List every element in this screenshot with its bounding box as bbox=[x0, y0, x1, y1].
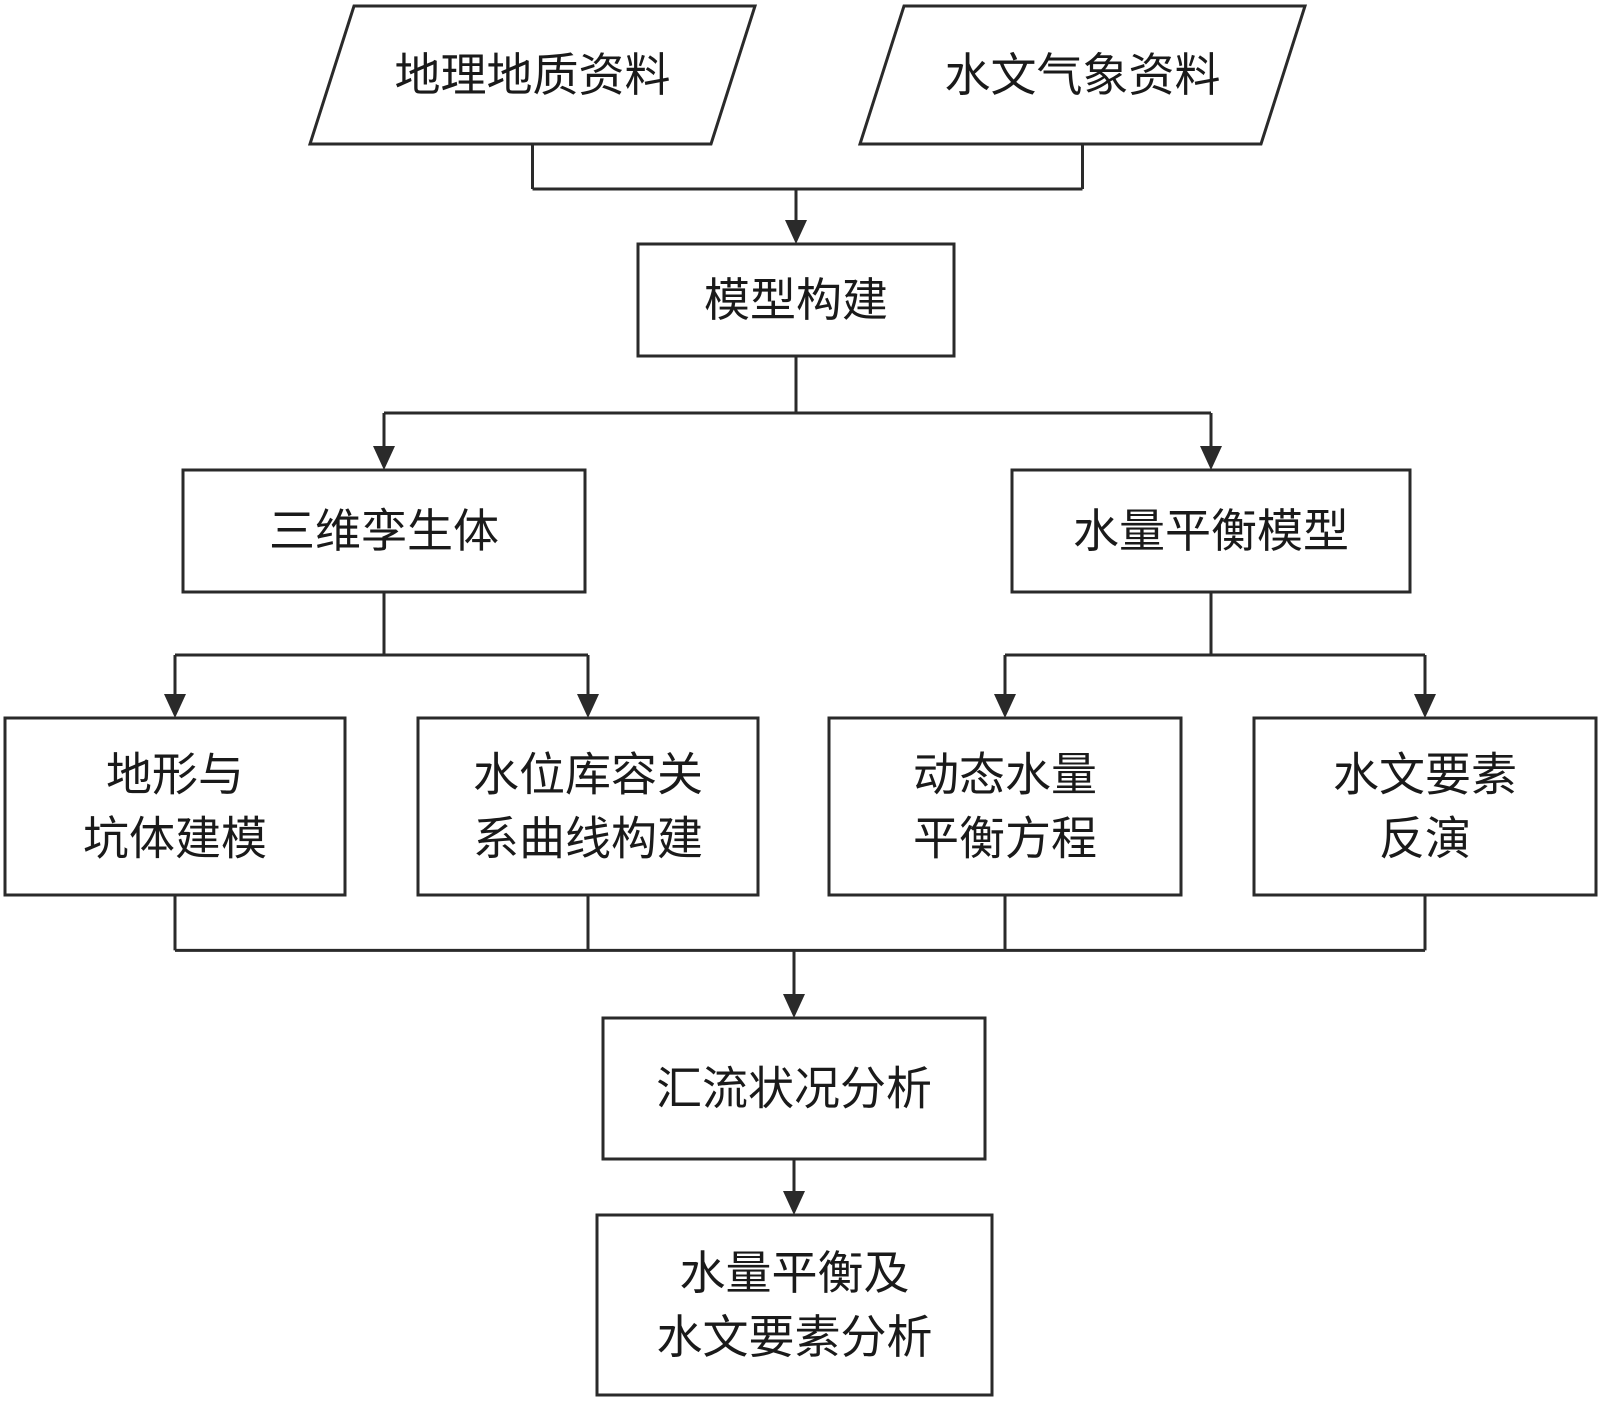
arrowhead bbox=[783, 994, 805, 1018]
node-shape-parallelogram bbox=[857, 4, 1308, 146]
node-shape-rect bbox=[595, 1213, 994, 1397]
node-label: 动态水量 bbox=[913, 748, 1097, 802]
arrowhead bbox=[577, 694, 599, 718]
arrowhead bbox=[1414, 694, 1436, 718]
node-geo-data: 地理地质资料 bbox=[307, 4, 758, 146]
node-shape-rect bbox=[1010, 468, 1412, 594]
node-label: 水量平衡及 bbox=[680, 1246, 910, 1300]
edge-layer bbox=[164, 144, 1436, 1215]
node-layer: 地理地质资料水文气象资料模型构建三维孪生体水量平衡模型地形与坑体建模水位库容关系… bbox=[3, 4, 1598, 1397]
node-label: 水位库容关 bbox=[473, 748, 703, 802]
node-hydro-data: 水文气象资料 bbox=[857, 4, 1308, 146]
node-model-build: 模型构建 bbox=[636, 242, 956, 358]
node-water-balance-model: 水量平衡模型 bbox=[1010, 468, 1412, 594]
node-shape-rect bbox=[601, 1016, 987, 1161]
node-label: 三维孪生体 bbox=[269, 504, 499, 558]
node-label: 水文要素 bbox=[1333, 748, 1517, 802]
node-shape-rect bbox=[1252, 716, 1598, 897]
node-digital-twin: 三维孪生体 bbox=[181, 468, 587, 594]
node-shape-parallelogram bbox=[307, 4, 758, 146]
node-label: 系曲线构建 bbox=[473, 812, 703, 866]
arrowhead bbox=[994, 694, 1016, 718]
arrowhead bbox=[164, 694, 186, 718]
node-shape-rect bbox=[827, 716, 1183, 897]
node-label: 反演 bbox=[1379, 812, 1471, 866]
node-label: 平衡方程 bbox=[913, 812, 1097, 866]
node-shape-rect bbox=[636, 242, 956, 358]
node-label: 地理地质资料 bbox=[395, 48, 671, 102]
node-confluence: 汇流状况分析 bbox=[601, 1016, 987, 1161]
arrowhead bbox=[785, 220, 807, 244]
node-label: 水文气象资料 bbox=[945, 48, 1221, 102]
arrowhead bbox=[783, 1191, 805, 1215]
node-label: 水量平衡模型 bbox=[1073, 504, 1349, 558]
node-shape-rect bbox=[416, 716, 760, 897]
node-label: 地形与 bbox=[106, 748, 244, 802]
node-label: 汇流状况分析 bbox=[656, 1062, 932, 1116]
node-shape-rect bbox=[181, 468, 587, 594]
node-label: 坑体建模 bbox=[83, 812, 267, 866]
node-shape-rect bbox=[3, 716, 347, 897]
node-label: 水文要素分析 bbox=[657, 1310, 933, 1364]
arrowhead bbox=[373, 446, 395, 470]
node-label: 模型构建 bbox=[704, 273, 888, 327]
arrowhead bbox=[1200, 446, 1222, 470]
